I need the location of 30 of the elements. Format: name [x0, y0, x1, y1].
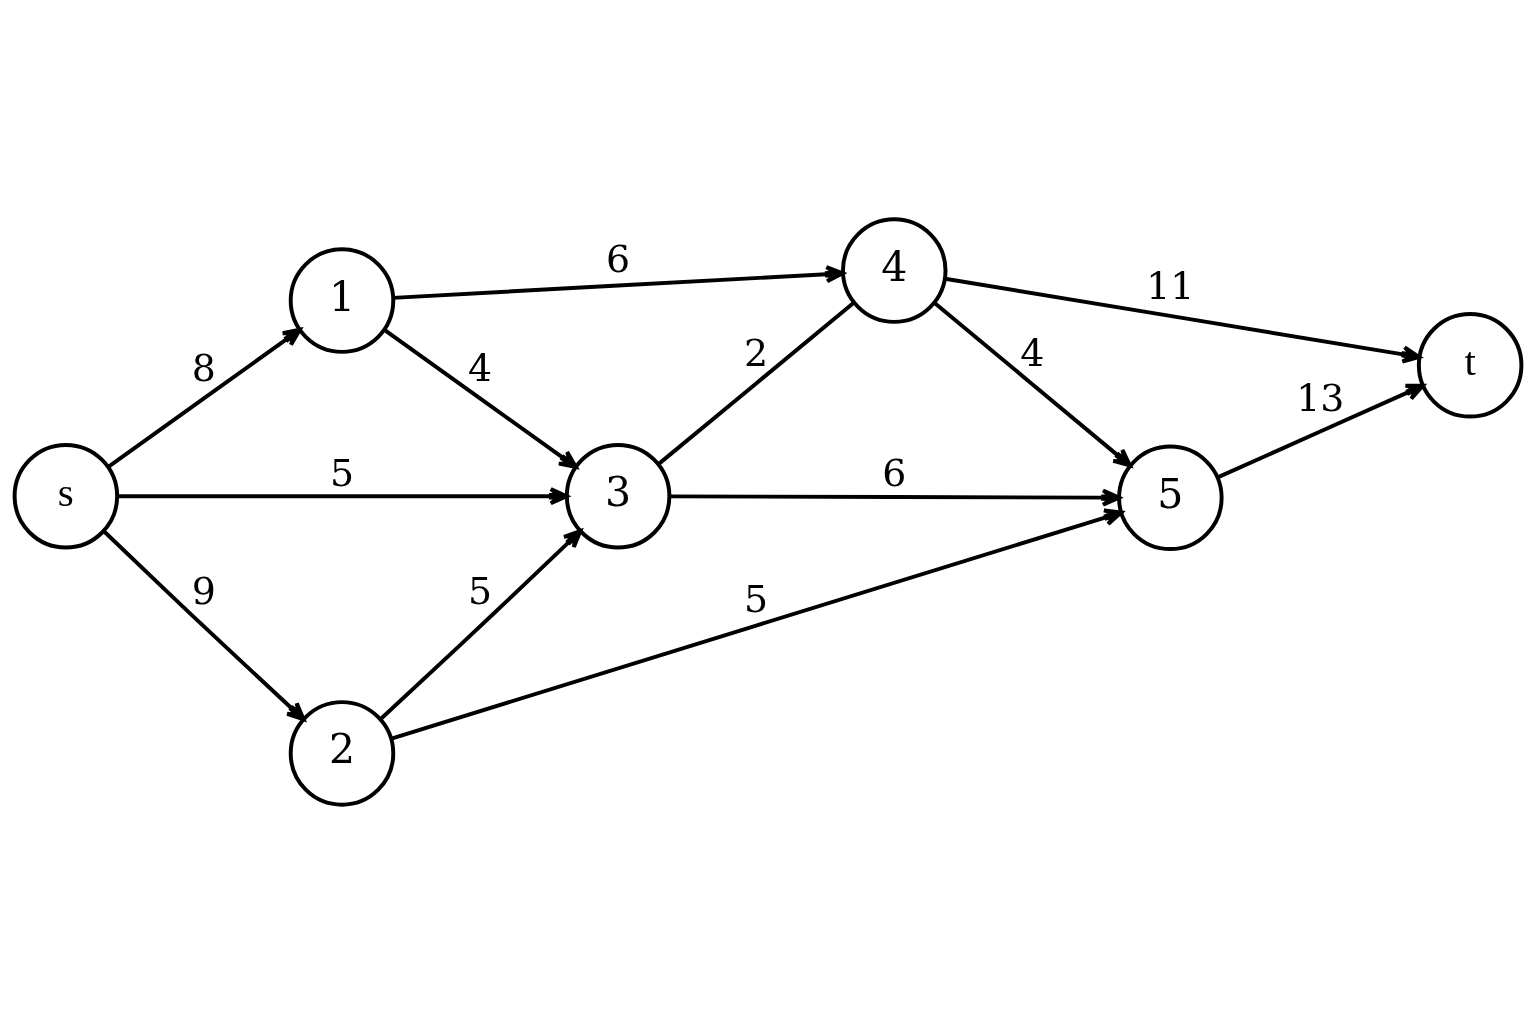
arrow	[117, 487, 569, 506]
edge-label: 2	[744, 330, 769, 375]
arrow	[669, 488, 1121, 507]
edge-label: 5	[744, 576, 769, 621]
arrow	[107, 327, 302, 469]
node-circle: 2	[288, 700, 396, 807]
edge-label: 5	[468, 568, 493, 613]
edge-label: 8	[191, 346, 216, 391]
node-circle: 5	[1117, 444, 1224, 552]
edge-label: 6	[882, 450, 907, 495]
edge-label: 4	[468, 346, 493, 391]
node-circle: t	[1416, 312, 1524, 419]
arrow	[933, 301, 1132, 468]
node-circle: s	[12, 442, 120, 550]
arrow	[1216, 383, 1425, 480]
edge-label: 9	[191, 568, 216, 613]
arrow	[393, 265, 845, 300]
edge-label: 5	[329, 450, 355, 495]
edge-label: 11	[1146, 264, 1195, 309]
connector	[657, 300, 856, 466]
edge-label: 13	[1296, 376, 1345, 421]
arrow	[379, 529, 583, 721]
arrow	[390, 508, 1124, 741]
node-circle: 4	[841, 217, 948, 324]
edge-label: 6	[606, 237, 631, 282]
arrow	[383, 328, 578, 470]
arrow	[944, 276, 1422, 364]
arrow	[102, 529, 306, 722]
edge-label: 4	[1020, 330, 1045, 375]
node-circle: 1	[288, 247, 396, 354]
